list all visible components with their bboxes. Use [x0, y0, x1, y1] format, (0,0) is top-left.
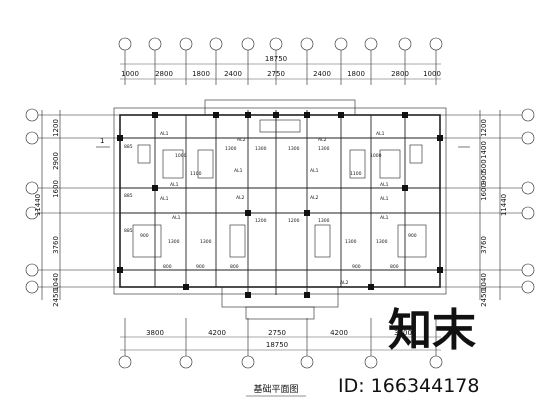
inner-dim: 900 — [140, 233, 149, 239]
right-dimension-chain: 1200 1400 500 900 1600 11440 3760 1040 2… — [480, 119, 508, 307]
watermark-id: ID: 166344178 — [338, 375, 479, 397]
left-dim-6: 2450 — [52, 289, 60, 307]
left-dimension-chain: 1200 2900 1600 11440 3760 1040 2450 — [34, 119, 60, 307]
drawing-title: 基础平面图 — [253, 383, 298, 395]
inner-dim: 800 — [230, 264, 239, 270]
inner-dim: 800 — [163, 264, 172, 270]
right-dim-3: 500 — [480, 159, 488, 172]
inner-dim: 900 — [352, 264, 361, 270]
beam-label: AL1 — [376, 131, 385, 137]
right-dim-6: 3760 — [480, 236, 488, 254]
top-dimension-chain: 18750 1000 2800 1800 2400 2750 2400 1800… — [120, 55, 441, 80]
right-dim-8: 2450 — [480, 289, 488, 307]
bottom-dim-3: 2750 — [268, 329, 286, 337]
top-dim-3: 1800 — [192, 70, 210, 78]
inner-dim: 1300 — [288, 146, 300, 152]
inner-dim: 885 — [124, 193, 133, 199]
bottom-axis: 3800 4200 2750 4200 3800 18750 — [118, 318, 443, 369]
inner-dim: 1300 — [200, 239, 212, 245]
left-dim-3: 1600 — [52, 180, 60, 198]
inner-dim: 885 — [124, 144, 133, 150]
right-dim-4: 900 — [480, 171, 488, 184]
top-dim-6: 2400 — [313, 70, 331, 78]
section-mark: 1 — [96, 137, 470, 148]
top-dim-4: 2400 — [224, 70, 242, 78]
inner-dim: 1300 — [255, 146, 267, 152]
left-dim-1: 1200 — [52, 119, 60, 137]
bottom-dim-5: 3800 — [394, 329, 412, 337]
bottom-dim-4: 4200 — [330, 329, 348, 337]
left-dim-4: 3760 — [52, 236, 60, 254]
top-overall-dim: 18750 — [265, 55, 287, 63]
inner-dim: 1300 — [318, 146, 330, 152]
right-dim-2: 1400 — [480, 141, 488, 159]
beam-label: AL1 — [310, 168, 319, 174]
beam-labels: AL1 AL2 AL1 AL2 AL1 AL1 AL2 AL1 AL1 AL1 … — [160, 131, 389, 286]
beam-label: AL2 — [310, 195, 319, 201]
left-axis-bubbles — [25, 108, 120, 300]
section-mark-label: 1 — [100, 137, 104, 145]
inner-dim: 1300 — [168, 239, 180, 245]
wall-grid — [120, 110, 440, 295]
inner-dim: 1300 — [225, 146, 237, 152]
columns — [117, 112, 443, 298]
beam-label: AL2 — [318, 137, 327, 143]
beam-label: AL1 — [160, 131, 169, 137]
top-axis-bubbles — [118, 37, 443, 85]
inner-dim: 1100 — [190, 171, 202, 177]
beam-label: AL1 — [380, 196, 389, 202]
bottom-overall-dim: 18750 — [266, 341, 288, 349]
right-overall-dim: 11440 — [500, 194, 508, 216]
footing-pads — [132, 119, 427, 258]
right-dim-1: 1200 — [480, 119, 488, 137]
inner-dim: 885 — [124, 228, 133, 234]
beam-label: AL1 — [234, 168, 243, 174]
beam-label: AL1 — [380, 215, 389, 221]
inner-dim: 1300 — [376, 239, 388, 245]
left-dim-5: 1040 — [52, 273, 60, 291]
left-overall-dim: 11440 — [34, 194, 42, 216]
beam-label: AL2 — [236, 195, 245, 201]
watermark: 知末 ID: 166344178 — [338, 305, 479, 397]
beam-label: AL1 — [172, 215, 181, 221]
beam-label: AL2 — [237, 137, 246, 143]
inner-dim: 1100 — [350, 171, 362, 177]
inner-dim: 1200 — [288, 218, 300, 224]
beam-label: AL2 — [340, 280, 349, 286]
inner-dim: 1200 — [255, 218, 267, 224]
inner-dim: 900 — [196, 264, 205, 270]
top-dim-1: 1000 — [121, 70, 139, 78]
bottom-dim-1: 3800 — [146, 329, 164, 337]
right-dim-7: 1040 — [480, 273, 488, 291]
top-dim-5: 2750 — [267, 70, 285, 78]
watermark-logo: 知末 — [388, 305, 476, 356]
top-dim-2: 2800 — [155, 70, 173, 78]
top-dim-8: 2800 — [391, 70, 409, 78]
inner-dim: 1000 — [175, 153, 187, 159]
bottom-dim-2: 4200 — [208, 329, 226, 337]
top-dim-9: 1000 — [423, 70, 441, 78]
inner-dimensions: 1300 1300 1300 1300 1300 1300 1000 1000 … — [124, 144, 417, 270]
top-dim-7: 1800 — [347, 70, 365, 78]
inner-dim: 1000 — [370, 153, 382, 159]
right-dim-5: 1600 — [480, 183, 488, 201]
beam-label: AL1 — [380, 182, 389, 188]
left-dim-2: 2900 — [52, 152, 60, 170]
inner-dim: 1300 — [345, 239, 357, 245]
inner-dim: 1300 — [318, 218, 330, 224]
inner-dim: 800 — [390, 264, 399, 270]
foundation-outline — [113, 99, 447, 320]
inner-dim: 900 — [408, 233, 417, 239]
beam-label: AL1 — [170, 182, 179, 188]
right-axis-bubbles — [440, 108, 535, 300]
beam-label: AL1 — [160, 196, 169, 202]
